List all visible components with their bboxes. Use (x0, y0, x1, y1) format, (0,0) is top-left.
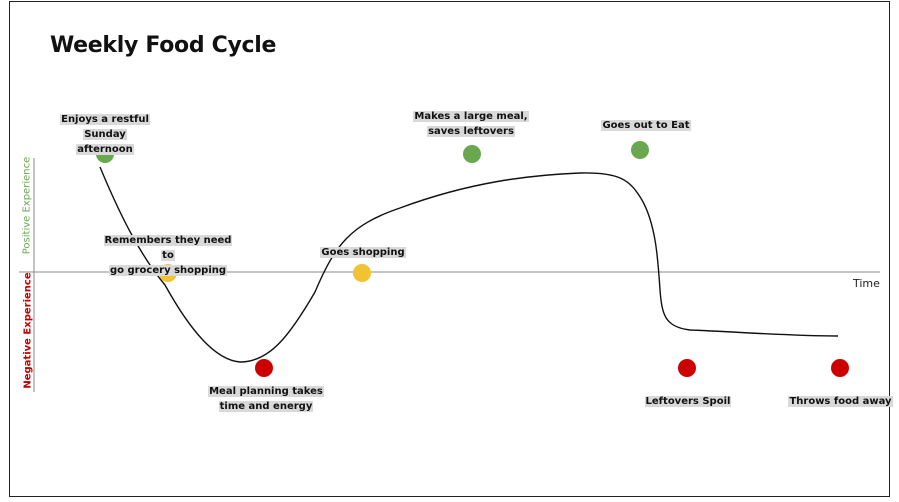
time-axis-label: Time (853, 277, 880, 290)
diagram-title: Weekly Food Cycle (50, 33, 277, 58)
event-marker-eat-out (631, 141, 649, 159)
event-marker-leftovers-spoil (678, 359, 696, 377)
event-marker-meal-planning (255, 359, 273, 377)
event-marker-large-meal (463, 145, 481, 163)
event-label-goes-shopping: Goes shopping (320, 247, 406, 258)
event-label-large-meal: Makes a large meal,saves leftovers (413, 111, 529, 137)
event-label-throws-away: Throws food away (788, 396, 893, 407)
event-marker-throws-away (831, 359, 849, 377)
experience-curve (99, 166, 839, 363)
diagram-frame (9, 1, 890, 497)
event-label-leftovers-spoil: Leftovers Spoil (644, 396, 732, 407)
event-label-eat-out: Goes out to Eat (601, 120, 691, 131)
event-marker-goes-shopping (353, 264, 371, 282)
